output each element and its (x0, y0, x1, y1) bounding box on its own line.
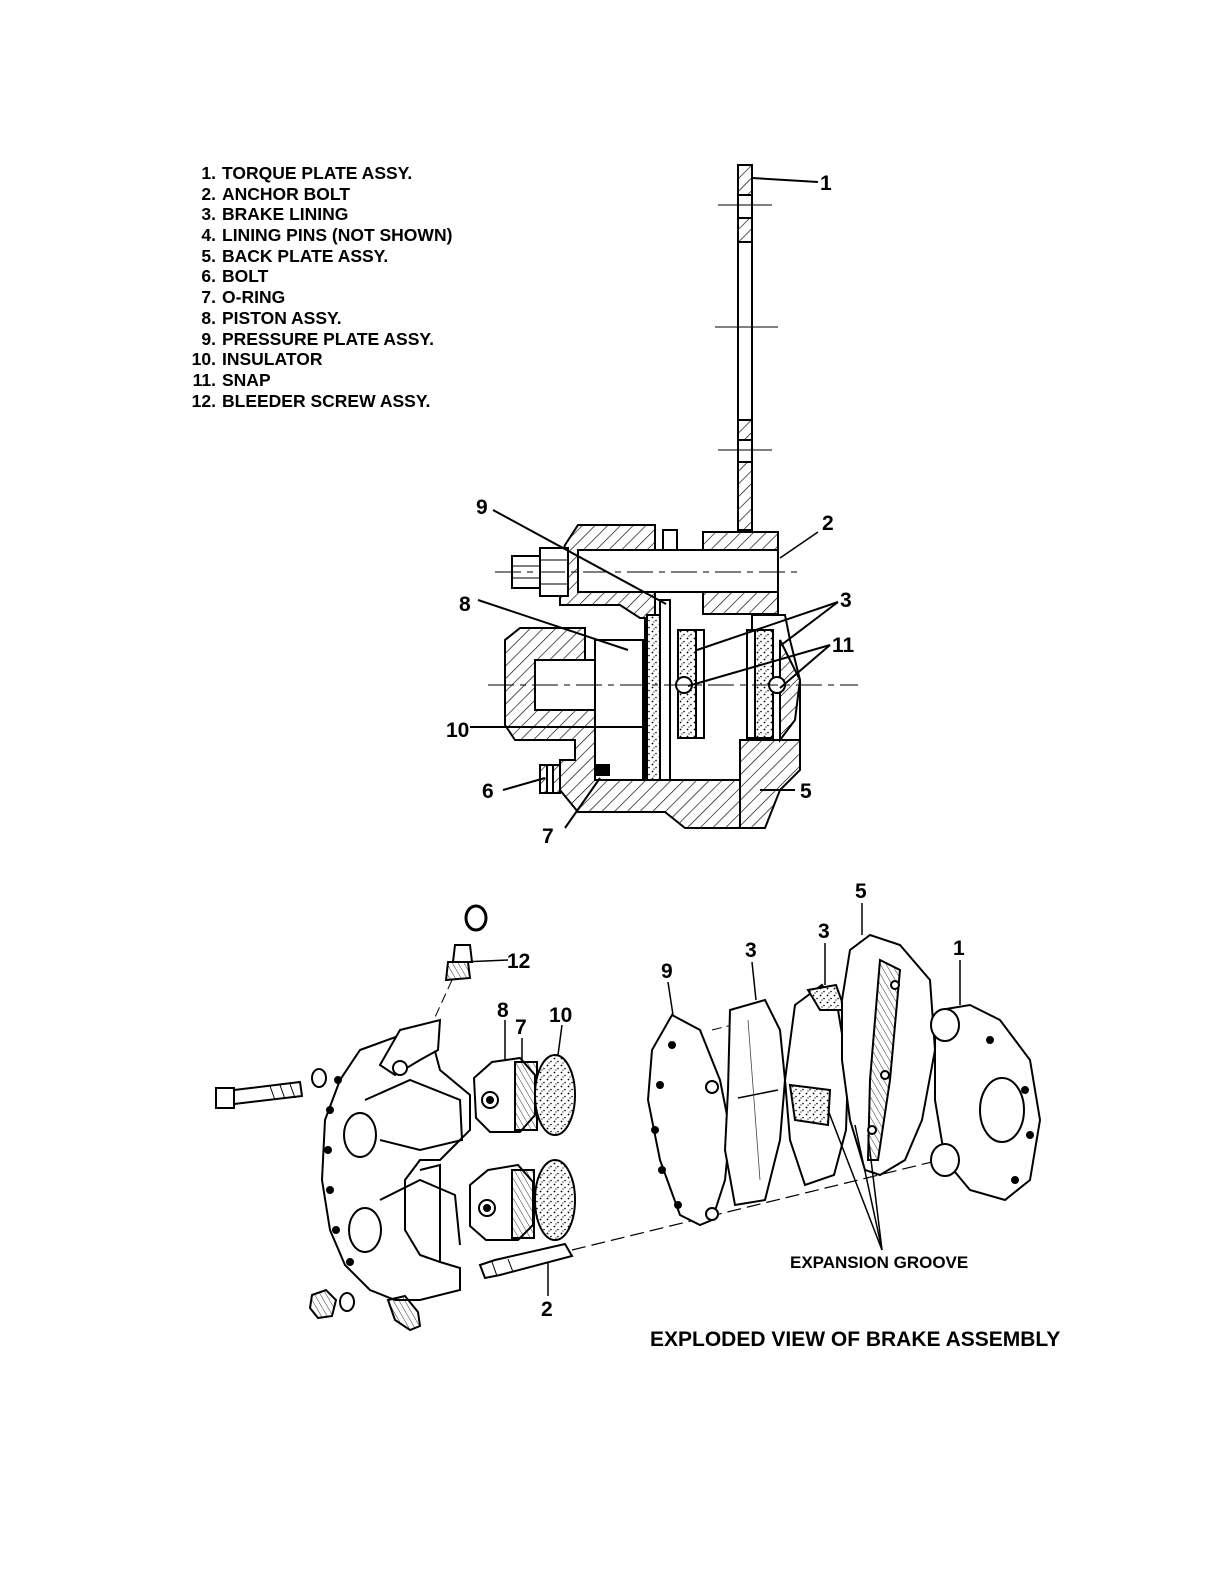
bleeder-washer (466, 906, 486, 930)
callout-11: 11 (832, 634, 855, 657)
callout-5: 5 (800, 780, 812, 803)
callout-7: 7 (542, 825, 554, 848)
callout-3b-exploded: 3 (818, 920, 830, 943)
piston-section (595, 640, 643, 780)
piston-upper (474, 1055, 575, 1135)
callout-2: 2 (822, 512, 834, 535)
callout-3a-exploded: 3 (745, 939, 757, 962)
piston-lower (470, 1160, 575, 1240)
back-plate-section (740, 740, 800, 828)
callout-8-exploded: 8 (497, 999, 509, 1022)
insulator-section (647, 615, 660, 780)
callout-6: 6 (482, 780, 494, 803)
long-bolt (216, 1069, 326, 1108)
lower-fasteners (310, 1290, 420, 1330)
callout-12: 12 (507, 950, 530, 973)
callout-1-exploded: 1 (953, 937, 965, 960)
callout-7-exploded: 7 (515, 1016, 527, 1039)
section-view (470, 165, 858, 828)
brake-lining-a (725, 1000, 785, 1205)
callout-2-exploded: 2 (541, 1298, 553, 1321)
brake-lining-b (785, 985, 848, 1185)
torque-plate-section (715, 165, 778, 530)
caliper-housing (322, 1020, 470, 1300)
callout-9-exploded: 9 (661, 960, 673, 983)
pressure-plate-section (660, 600, 670, 780)
callout-3: 3 (840, 589, 852, 612)
expansion-groove-label: EXPANSION GROOVE (790, 1253, 968, 1272)
callout-8: 8 (459, 593, 471, 616)
o-ring-section (597, 765, 609, 775)
callout-10: 10 (446, 719, 469, 742)
callout-5-exploded: 5 (855, 880, 867, 903)
callout-1: 1 (820, 172, 832, 195)
callout-10-exploded: 10 (549, 1004, 572, 1027)
torque-plate (931, 1005, 1040, 1200)
figure-title: EXPLODED VIEW OF BRAKE ASSEMBLY (650, 1328, 1060, 1352)
callout-9: 9 (476, 496, 488, 519)
back-plate (842, 935, 935, 1175)
